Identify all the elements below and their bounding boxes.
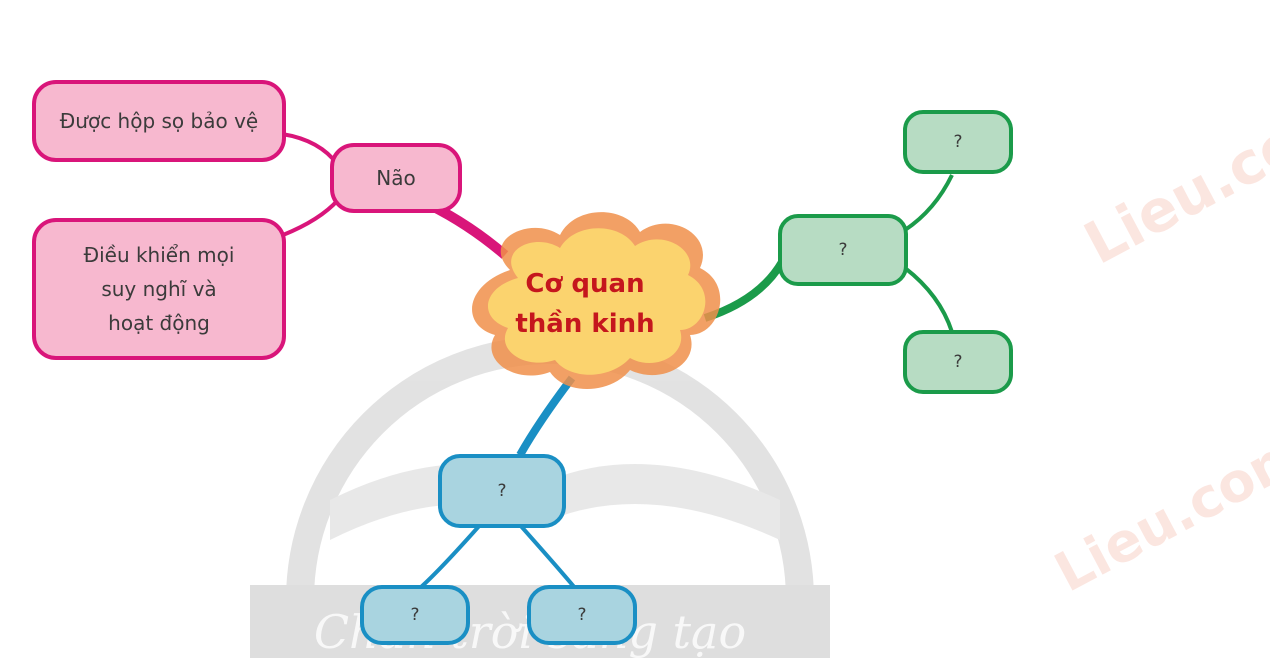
right-child-bottom[interactable]: ?	[903, 330, 1013, 394]
right-child-top[interactable]: ?	[903, 110, 1013, 174]
connector-bottom-to-left	[418, 523, 482, 590]
center-label: Cơ quan thần kinh	[515, 269, 655, 339]
site-watermark-top-right: Lieu.com	[1073, 79, 1270, 277]
connector-bottom-to-right	[518, 523, 577, 590]
right-node[interactable]: ?	[778, 214, 908, 286]
center-cloud	[472, 212, 721, 390]
nao-child-controls[interactable]: Điều khiển mọi suy nghĩ và hoạt động	[32, 218, 286, 360]
connector-nao-to-child-bottom	[282, 198, 340, 237]
connector-right-to-top	[903, 174, 954, 232]
site-watermark-bottom-right: Lieu.com	[1045, 420, 1270, 604]
bottom-child-left[interactable]: ?	[360, 585, 470, 645]
connector-nao-to-child-top	[281, 132, 340, 167]
bottom-node[interactable]: ?	[438, 454, 566, 528]
bottom-child-right[interactable]: ?	[527, 585, 637, 645]
nao-child-protected[interactable]: Được hộp sọ bảo vệ	[32, 80, 286, 162]
nao-node[interactable]: Não	[330, 143, 462, 213]
connector-right-to-bottom	[903, 266, 954, 333]
connector-center-to-bottom	[516, 375, 576, 457]
